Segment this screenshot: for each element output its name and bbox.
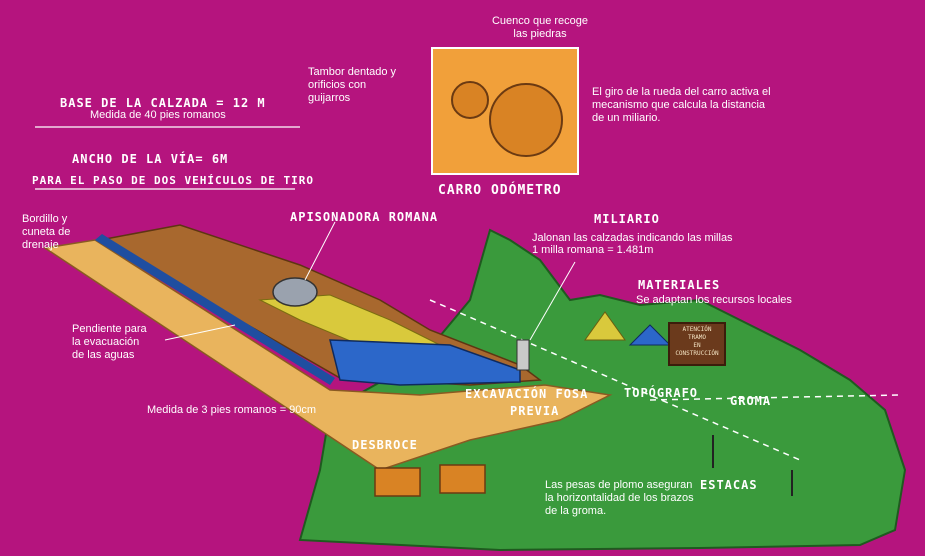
apisonadora-label: APISONADORA ROMANA bbox=[290, 210, 439, 224]
paso-vehiculos-label: PARA EL PASO DE DOS VEHÍCULOS DE TIRO bbox=[32, 174, 315, 187]
pointer-miliario bbox=[529, 261, 576, 341]
milestone bbox=[516, 339, 530, 371]
sign-line-2: TRAMO bbox=[687, 334, 707, 341]
pesas-label: Las pesas de plomo aseguran la horizonta… bbox=[545, 479, 694, 517]
construction-sign: ATENCIÓN TRAMO EN CONSTRUCCIÓN bbox=[668, 322, 726, 366]
pendiente-label: Pendiente para la evacuación de las agua… bbox=[72, 323, 147, 361]
curb-stripe bbox=[95, 234, 335, 385]
carro-odometro-label: CARRO ODÓMETRO bbox=[438, 183, 562, 198]
odometer-wheel bbox=[489, 83, 563, 157]
materials-pile bbox=[584, 311, 626, 341]
excavacion-label-1: EXCAVACIÓN FOSA bbox=[465, 387, 589, 401]
giro-label: El giro de la rueda del carro activa el … bbox=[592, 86, 771, 124]
pointer-pendiente bbox=[164, 324, 236, 341]
sign-line-4: CONSTRUCCIÓN bbox=[675, 350, 719, 357]
cart-2 bbox=[439, 464, 486, 494]
medida-3-label: Medida de 3 pies romanos = 90cm bbox=[147, 404, 317, 416]
tambor-label: Tambor dentado y orificios con guijarros bbox=[308, 66, 397, 104]
survey-line-2 bbox=[649, 394, 901, 401]
base-calzada-label: BASE DE LA CALZADA = 12 M bbox=[60, 96, 266, 110]
medida-40-label: Medida de 40 pies romanos bbox=[90, 109, 226, 121]
estacas-label: ESTACAS bbox=[700, 478, 758, 492]
sign-line-3: EN bbox=[693, 342, 701, 349]
groma-label: GROMA bbox=[730, 394, 772, 408]
materiales-title: MATERIALES bbox=[638, 278, 721, 292]
bordillo-label: Bordillo y cuneta de drenaje bbox=[22, 213, 71, 251]
pointer-apisonadora bbox=[304, 221, 336, 281]
ancho-via-label: ANCHO DE LA VÍA= 6M bbox=[72, 152, 229, 166]
cuenco-label: Cuenco que recoge las piedras bbox=[491, 15, 588, 40]
road-roller bbox=[272, 277, 318, 307]
materiales-text: Se adaptan los recursos locales bbox=[636, 294, 792, 306]
excavacion-label-2: PREVIA bbox=[510, 404, 560, 418]
miliario-text-1: Jalonan las calzadas indicando las milla… bbox=[532, 232, 733, 244]
cart-1 bbox=[374, 467, 421, 497]
sand-shoulder bbox=[42, 239, 613, 471]
materials-stones bbox=[628, 324, 672, 346]
desbroce-label: DESBROCE bbox=[352, 438, 418, 452]
miliario-title: MILIARIO bbox=[594, 212, 660, 226]
sign-line-1: ATENCIÓN bbox=[682, 326, 712, 333]
topografo-label: TOPÓGRAFO bbox=[624, 386, 699, 400]
survey-line bbox=[429, 299, 801, 461]
miliario-text-2: 1 milla romana = 1.481m bbox=[532, 244, 654, 256]
stone-layer bbox=[329, 339, 521, 386]
odometer-gear bbox=[451, 81, 489, 119]
